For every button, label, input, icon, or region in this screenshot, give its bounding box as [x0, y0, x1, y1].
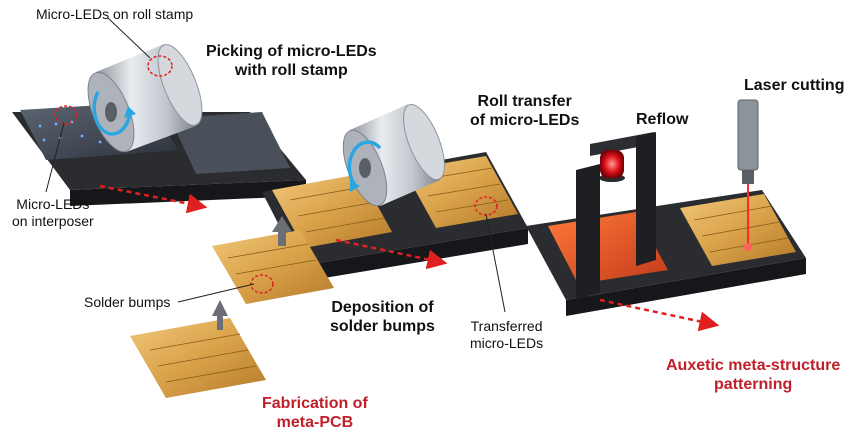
warning-beacon-icon: [599, 150, 625, 182]
roll-stamp: [87, 44, 203, 153]
meta-pcb-stack: [130, 216, 334, 398]
label-laser-cutting: Laser cutting: [744, 77, 845, 94]
label-micro-leds-roll-stamp: Micro-LEDs on roll stamp: [36, 6, 194, 22]
label-reflow: Reflow: [636, 111, 689, 128]
roll-stamp-2: [342, 103, 445, 207]
laser-pcb: [680, 194, 796, 266]
leader-roll-stamp: [107, 17, 151, 59]
up-arrow-2: [272, 216, 292, 246]
leader-solder: [177, 283, 255, 303]
rotation-arrow-icon-2: [347, 140, 382, 188]
direction-arrow-1: [99, 184, 208, 214]
empty-plate: [170, 112, 290, 174]
stage-1-base-side: [70, 180, 306, 206]
reflow-frame: [576, 132, 656, 300]
stage-3-reflow-laser: [526, 99, 806, 332]
meta-pcb-top: [212, 230, 334, 304]
leader-transferred: [485, 213, 506, 313]
roll-stamp-highlight-circle: [147, 55, 173, 77]
stage-2-base-side: [300, 228, 528, 282]
leader-interposer: [45, 122, 65, 193]
stage-2-roll-transfer: [262, 103, 528, 313]
up-arrow-1: [212, 300, 228, 330]
direction-arrow-3: [599, 298, 720, 332]
pcb-pattern-1: [149, 243, 317, 383]
rotation-arrow-icon: [92, 91, 132, 136]
stage-1-picking: [12, 17, 306, 214]
solder-bumps-highlight-circle: [250, 274, 274, 294]
interposer-highlight-circle: [54, 105, 78, 125]
label-solder-bumps: Solder bumps: [84, 294, 171, 310]
laser-head: [737, 99, 759, 251]
stage-3-base-side: [566, 258, 806, 316]
meta-pcb-bottom: [130, 318, 266, 398]
